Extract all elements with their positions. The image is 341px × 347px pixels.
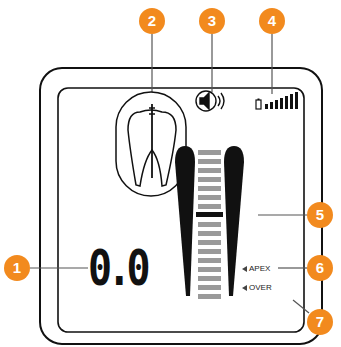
- callout-number: 5: [307, 202, 333, 228]
- tooth-icon: [116, 92, 186, 196]
- callout-number: 7: [307, 309, 333, 335]
- callout-number: 2: [139, 8, 165, 34]
- apex-mark: APEX: [249, 264, 270, 274]
- leader-lines: [30, 34, 309, 313]
- callout-number: 1: [4, 255, 30, 281]
- device-housing: [40, 68, 322, 344]
- speaker-icon: [196, 91, 224, 111]
- lcd-screen: [58, 88, 304, 332]
- apex-bar-graph: [175, 146, 247, 299]
- callout-number: 3: [199, 8, 225, 34]
- callout-number: 6: [307, 255, 333, 281]
- battery-level-icon: [256, 92, 298, 109]
- over-mark: OVER: [249, 283, 272, 293]
- callout-number: 4: [259, 8, 285, 34]
- length-readout: 0.0: [88, 240, 146, 296]
